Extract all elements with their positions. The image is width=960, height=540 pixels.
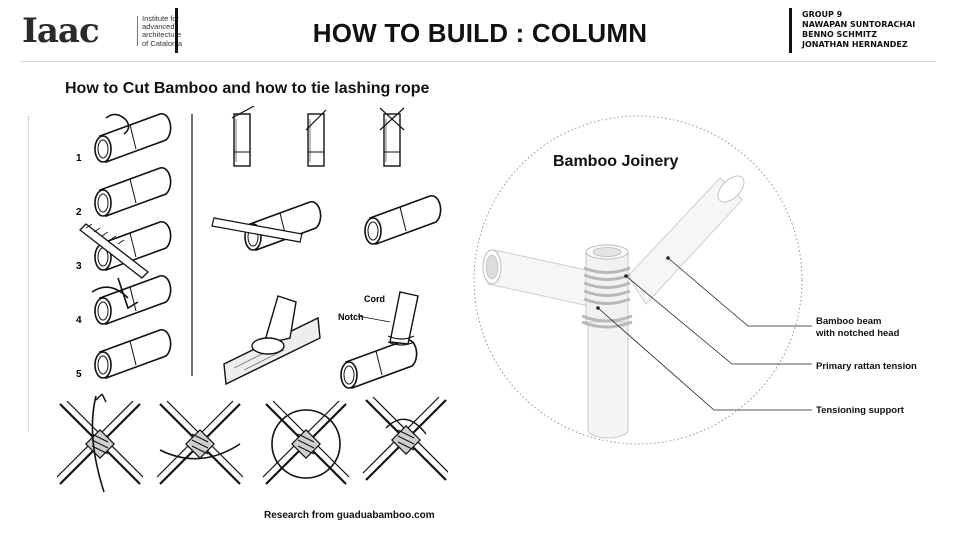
logo-line: architecture	[142, 30, 182, 40]
bamboo-beam-left	[487, 249, 599, 309]
bamboo-half-tube	[364, 194, 442, 245]
left-edge-guide	[28, 116, 29, 432]
bamboo-post-cut-1	[233, 113, 251, 167]
detail-circle	[473, 115, 803, 445]
hand-step-4	[91, 277, 139, 310]
header-divider-left	[175, 8, 178, 53]
step-number: 2	[76, 207, 82, 218]
lashing-step-4	[361, 395, 448, 482]
callout-leaders	[597, 257, 812, 411]
callout-bamboo-beam: Bamboo beam with notched head	[816, 316, 899, 340]
callout-line: with notched head	[816, 328, 900, 339]
lashing-step-2	[155, 399, 245, 486]
callout-dots	[596, 256, 670, 310]
logo-wordmark: Iaac	[22, 11, 100, 51]
step-number: 3	[76, 261, 82, 272]
logo-line: Institute for	[142, 14, 180, 23]
page-title: HOW TO BUILD : COLUMN	[312, 18, 648, 48]
hand-step-1	[105, 113, 130, 135]
bamboo-tube-step-2	[94, 166, 172, 217]
rattan-wraps	[581, 266, 633, 329]
notched-joint-with-cord	[340, 291, 419, 389]
bamboo-tube-step-4	[94, 274, 172, 325]
bamboo-saw-cut	[211, 200, 322, 251]
step-number: 4	[76, 315, 82, 326]
logo-line: of Catalonia	[142, 38, 183, 48]
iaac-logo: Iaac Institute for advanced architecture…	[22, 14, 182, 54]
group-line: JONATHAN HERNANDEZ	[802, 40, 908, 49]
step-number: 5	[76, 369, 82, 380]
logo-line: advanced	[142, 22, 175, 32]
bamboo-cutting-illustration: 1 2 3 4 5 Cord Notch	[55, 106, 448, 493]
callout-tensioning-support: Tensioning support	[816, 405, 904, 417]
bamboo-joinery-diagram	[473, 115, 812, 445]
source-caption: Research from guaduabamboo.com	[264, 510, 435, 521]
logo-separator	[137, 16, 138, 46]
section-subtitle: How to Cut Bamboo and how to tie lashing…	[65, 80, 430, 97]
step-number: 1	[76, 153, 82, 164]
bamboo-beam-right	[627, 177, 743, 305]
callout-rattan-tension: Primary rattan tension	[816, 361, 917, 373]
saw-icon	[79, 223, 149, 279]
bamboo-column	[587, 319, 629, 439]
bamboo-tube-step-1	[94, 112, 172, 163]
fishmouth-cut-on-board	[223, 295, 321, 386]
header-divider-right	[789, 8, 792, 53]
joinery-title: Bamboo Joinery	[553, 153, 679, 170]
bamboo-tube-step-5	[94, 328, 172, 379]
group-members: GROUP 9 NAWAPAN SUNTORACHAI BENNO SCHMIT…	[802, 10, 915, 50]
callout-line: Tensioning support	[816, 405, 904, 416]
label-cord: Cord	[364, 294, 385, 304]
group-line: BENNO SCHMITZ	[802, 30, 878, 39]
callout-line: Bamboo beam	[816, 316, 882, 327]
label-notch: Notch	[338, 312, 364, 322]
bamboo-post-cut-2	[307, 113, 325, 167]
header-rule	[20, 61, 936, 62]
group-line: NAWAPAN SUNTORACHAI	[802, 20, 916, 29]
lashing-step-3	[261, 399, 351, 486]
callout-line: Primary rattan tension	[816, 361, 917, 372]
group-line: GROUP 9	[802, 10, 843, 19]
lashing-step-1	[55, 393, 145, 493]
bamboo-post-cut-3	[383, 113, 401, 167]
logo-institute-text: Institute for advanced architecture of C…	[142, 14, 202, 48]
logo-word: Iaac	[22, 11, 100, 51]
